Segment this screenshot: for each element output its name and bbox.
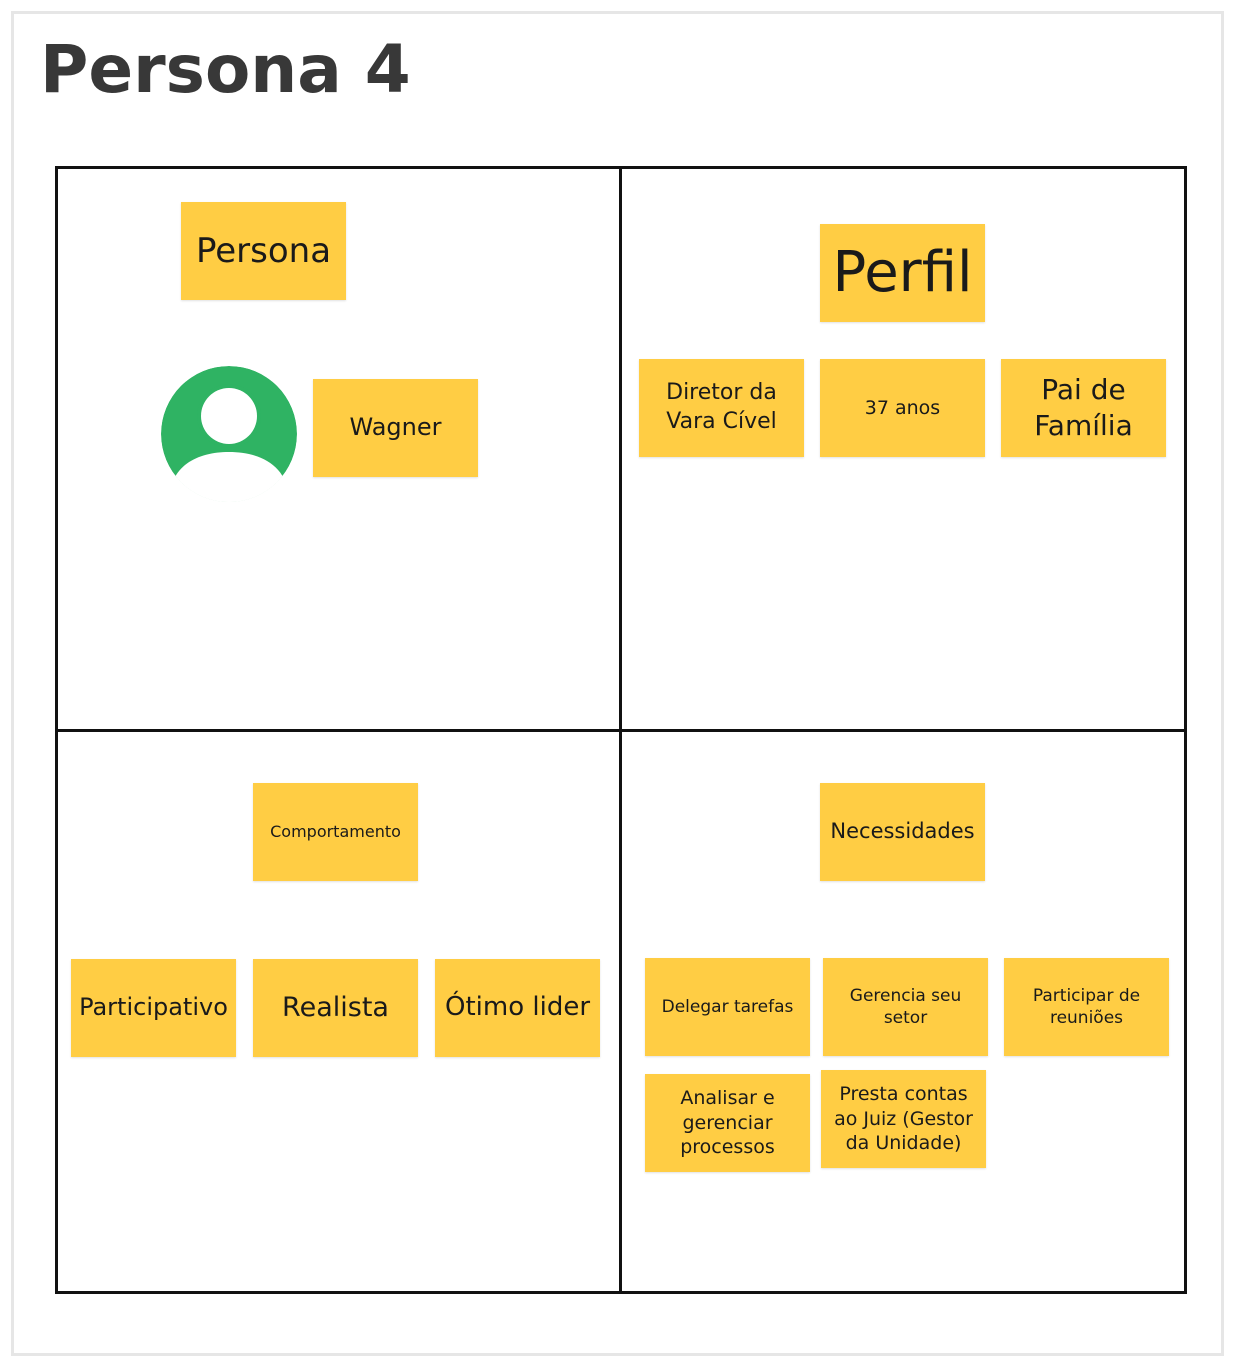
sticky-comportamento-otimo-lider[interactable]: Ótimo lider — [435, 959, 600, 1057]
sticky-perfil-header[interactable]: Perfil — [820, 224, 985, 322]
sticky-comportamento-realista[interactable]: Realista — [253, 959, 418, 1057]
sticky-comportamento-header[interactable]: Comportamento — [253, 783, 418, 881]
sticky-necessidades-processos[interactable]: Analisar e gerenciar processos — [645, 1074, 810, 1172]
sticky-necessidades-header[interactable]: Necessidades — [820, 783, 985, 881]
sticky-necessidades-reunioes[interactable]: Participar de reuniões — [1004, 958, 1169, 1056]
sticky-persona-header[interactable]: Persona — [181, 202, 346, 300]
sticky-necessidades-presta-contas[interactable]: Presta contas ao Juiz (Gestor da Unidade… — [821, 1070, 986, 1168]
sticky-persona-name[interactable]: Wagner — [313, 379, 478, 477]
sticky-perfil-age[interactable]: 37 anos — [820, 359, 985, 457]
sticky-necessidades-delegar[interactable]: Delegar tarefas — [645, 958, 810, 1056]
page-title: Persona 4 — [40, 31, 411, 108]
sticky-perfil-role[interactable]: Diretor da Vara Cível — [639, 359, 804, 457]
grid-horizontal-divider — [55, 729, 1187, 732]
sticky-necessidades-gerencia[interactable]: Gerencia seu setor — [823, 958, 988, 1056]
user-avatar-icon — [161, 366, 297, 502]
sticky-perfil-family[interactable]: Pai de Família — [1001, 359, 1166, 457]
sticky-comportamento-participativo[interactable]: Participativo — [71, 959, 236, 1057]
